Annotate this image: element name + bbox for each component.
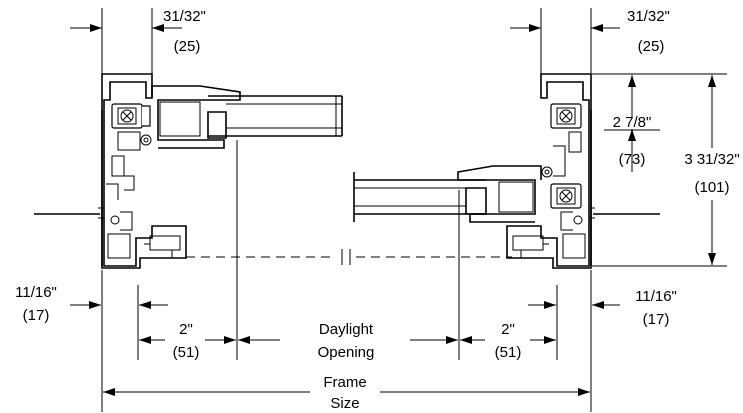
left-frame-profile	[34, 73, 343, 269]
left-sightline-dim-mm: (51)	[173, 344, 200, 361]
extension-lines	[101, 8, 727, 412]
daylight-opening-label-1: Daylight	[319, 321, 374, 338]
frame-size-label-2: Size	[330, 395, 359, 412]
inner-height-dim-inch: 2 7/8"	[613, 114, 652, 131]
outer-height-dim-mm: (101)	[694, 179, 729, 196]
dimension-lines	[70, 24, 716, 396]
top-left-dim-inch: 31/32"	[163, 8, 206, 25]
outer-height-dim-inch: 3 31/32"	[684, 151, 739, 168]
right-frame-profile	[353, 73, 660, 269]
frame-size-label-1: Frame	[323, 374, 366, 391]
right-sightline-dim-inch: 2"	[501, 321, 515, 338]
inner-height-dim-mm: (73)	[619, 151, 646, 168]
right-sightline-dim-mm: (51)	[495, 344, 522, 361]
left-offset-dim-inch: 11/16"	[15, 284, 57, 301]
top-right-dim-mm: (25)	[638, 38, 665, 55]
left-offset-dim-mm: (17)	[23, 307, 50, 324]
top-left-dim-mm: (25)	[174, 38, 201, 55]
centerline	[186, 249, 512, 265]
daylight-opening-label-2: Opening	[318, 344, 375, 361]
top-right-dim-inch: 31/32"	[627, 8, 670, 25]
right-offset-dim-mm: (17)	[643, 311, 670, 328]
right-offset-dim-inch: 11/16"	[635, 288, 677, 305]
left-sightline-dim-inch: 2"	[179, 321, 193, 338]
